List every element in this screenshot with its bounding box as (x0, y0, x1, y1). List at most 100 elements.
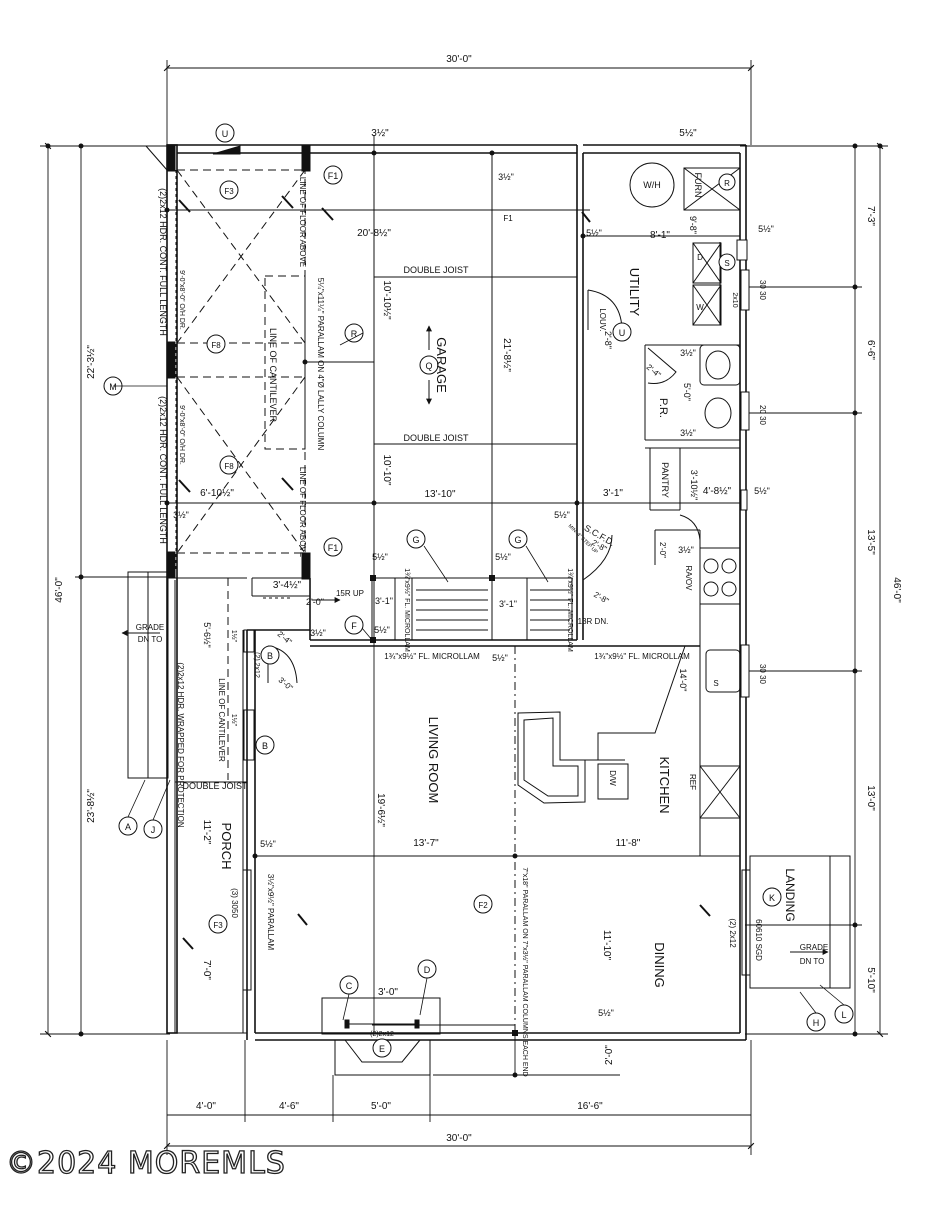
label-dryer: D (697, 253, 703, 262)
dim-small-kitchen: 3½" (678, 545, 694, 555)
dim-pantry-a: 3'-1" (603, 488, 623, 499)
note-double-joist-2: DOUBLE JOIST (403, 433, 469, 443)
dim-stair-d: 3'-1" (499, 599, 517, 609)
tag-t: U (222, 129, 229, 139)
dim-small-porch-col-2: 1½" (230, 714, 238, 727)
dim-fireplace-w: 3'-0" (378, 987, 398, 998)
tag-b-1: B (267, 651, 273, 661)
dim-hall-3-0: 3'-0" (277, 676, 295, 693)
utility-area (582, 162, 750, 698)
note-porch-cantilever: LINE OF CANTILEVER (217, 678, 226, 762)
room-living: LIVING ROOM (426, 717, 441, 804)
room-dining: DINING (652, 942, 667, 988)
dim-top-offset-a: 3½" (371, 128, 389, 139)
dim-stair-a: 3'-4½" (273, 580, 302, 591)
dim-kitchen-w: 11'-8" (616, 838, 641, 849)
dim-right-5: 5'-10" (865, 967, 876, 993)
tag-e: E (379, 1044, 385, 1054)
note-porch-hdr: (2)2x12 HDR. WRAPPED FOR PROTECTION (176, 662, 185, 828)
note-parallam-columns: 7"x18" PARALLAM ON 7"x3½" PARALLAM COLUM… (521, 867, 529, 1076)
tag-q: R (351, 329, 358, 339)
tag-g-2: G (514, 535, 521, 545)
note-dining-header: (2) 2x12 (728, 918, 737, 948)
note-microllam-stair-1: 1¾"x9½" FL. MICROLLAM (403, 568, 411, 652)
dim-small-porch-col: 1½" (230, 630, 238, 643)
dim-right-3: 13'-5" (865, 529, 876, 555)
note-floor-above-1: LINE OF FLOOR ABOVE (298, 177, 307, 267)
room-kitchen: KITCHEN (657, 756, 672, 813)
note-microllam-stair-2: 1¾"x9½" FL. MICROLLAM (566, 568, 574, 652)
dim-dining-d: 11'-10" (601, 930, 612, 961)
dim-garage-b: 21'-8½" (501, 338, 512, 372)
dim-bottom-3: 5'-0" (371, 1101, 391, 1112)
dim-small-stair-3: 5½" (374, 625, 390, 635)
tag-u-1: F1 (328, 171, 339, 181)
dim-util-w: 8'-1" (650, 230, 670, 241)
note-dining-door: 60610 SGD (754, 919, 763, 961)
dim-stair-e: 2'-8" (592, 590, 610, 606)
note-stair-up: 15R UP (336, 589, 364, 598)
dim-bottom-2: 4'-6" (279, 1101, 299, 1112)
label-washer: W (696, 303, 704, 312)
dim-bottom-4: 16'-6" (577, 1101, 603, 1112)
room-garage: GARAGE (434, 337, 449, 393)
room-porch: PORCH (219, 823, 234, 870)
note-parallam-lally: 5¼"x11¼" PARALLAM ON 4"Ø LALLY COLUMN (316, 278, 325, 451)
dim-top-overall: 30'-0" (446, 54, 472, 65)
note-porch-parallam: 3½"x9½" PARALLAM (266, 874, 275, 951)
tag-l: L (841, 1010, 846, 1020)
dim-small-porch: 5½" (260, 839, 276, 849)
tag-c: C (346, 981, 353, 991)
tag-f3-2: F8 (224, 462, 234, 471)
tag-g-1: G (412, 535, 419, 545)
tag-a: A (125, 822, 131, 832)
dim-r-30-1: 30 30 (758, 280, 767, 301)
note-grade-left: GRADE (136, 623, 164, 632)
dim-porch-7: 7'-0" (201, 960, 212, 980)
dim-small-util-r: 5½" (758, 224, 774, 234)
dim-small-garage-left: 3½" (173, 510, 189, 520)
tag-f: F (351, 621, 357, 631)
room-pr: P.R. (657, 398, 669, 418)
dim-left-upper: 22'-3½" (86, 345, 97, 379)
dim-garage-c: 10'-10" (381, 454, 392, 485)
note-microllam-right: 1¾"x9½" FL. MICROLLAM (594, 652, 690, 661)
dim-bottom-1: 4'-0" (196, 1101, 216, 1112)
staircase (251, 577, 573, 684)
label-wh: W/H (643, 180, 661, 190)
dim-pr-door: 2'-4" (645, 363, 663, 380)
dim-right-2: 6'-6" (865, 340, 876, 360)
tag-d: D (424, 965, 431, 975)
tag-k: K (769, 893, 775, 903)
dim-small-hall: 3½" (310, 628, 326, 638)
tag-j: J (151, 825, 156, 835)
dim-small-stair-1: 5½" (372, 552, 388, 562)
dim-living-w: 13'-7" (413, 838, 439, 849)
tag-s: U (619, 328, 626, 338)
dim-porch-d: 11'-2" (201, 820, 212, 845)
dim-small-stair-2: 5½" (495, 552, 511, 562)
label-raov: RA/OV (684, 566, 693, 592)
dim-garage-d: 13'-10" (424, 489, 455, 500)
dim-bottom-projection: 2'-0" (604, 1045, 615, 1065)
dim-hall-door: 2'-4" (276, 630, 294, 647)
lally-columns (45, 143, 883, 1078)
dim-pantry-c: 4'-8½" (703, 486, 732, 497)
note-double-joist-1: DOUBLE JOIST (403, 265, 469, 275)
dim-small-util: 5½" (586, 228, 602, 238)
note-grade-left-dn: DN TO (138, 635, 163, 644)
dim-bottom-overall: 30'-0" (446, 1133, 472, 1144)
exterior-walls (166, 144, 747, 1041)
dim-right-4: 13'-0" (865, 785, 876, 811)
dim-right-overall: 46'-0" (891, 577, 902, 603)
note-cantilever-garage: LINE OF CANTILEVER (268, 328, 278, 423)
dim-right-1: 7'-3" (865, 206, 876, 226)
note-grade-right: GRADE (800, 943, 828, 952)
dim-small-pr-bot: 3½" (680, 428, 696, 438)
porch-structure (127, 571, 516, 1034)
dim-living-d: 19'-6½" (375, 793, 386, 827)
tag-u-2: F1 (328, 543, 339, 553)
note-grade-right-dn: DN TO (800, 957, 825, 966)
dim-garage-left: 6'-10½" (200, 488, 234, 499)
